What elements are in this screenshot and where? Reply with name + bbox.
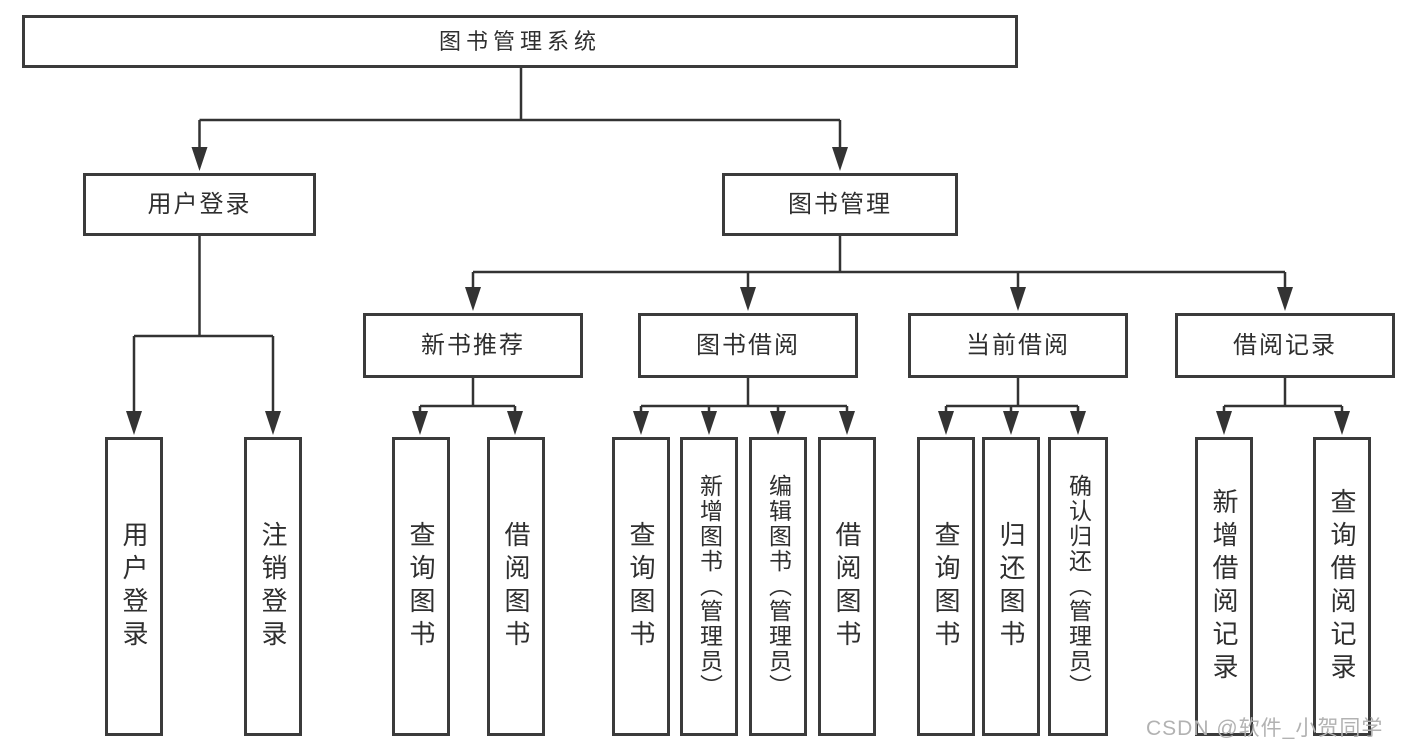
leaf-records-add-borrow-record: 新增借阅记录 <box>1195 437 1253 736</box>
leaf-records-query-borrow-record: 查询借阅记录 <box>1313 437 1371 736</box>
leaf-borrow-query-books: 查询图书 <box>612 437 670 736</box>
leaf-borrow-edit-books-admin: 编辑图书（管理员） <box>749 437 807 736</box>
node-current-borrow: 当前借阅 <box>908 313 1128 378</box>
node-book-borrow: 图书借阅 <box>638 313 858 378</box>
leaf-newbook-query-books: 查询图书 <box>392 437 450 736</box>
leaf-borrow-borrow-books: 借阅图书 <box>818 437 876 736</box>
leaf-logout-login: 注销登录 <box>244 437 302 736</box>
leaf-current-return-books: 归还图书 <box>982 437 1040 736</box>
leaf-borrow-add-books-admin: 新增图书（管理员） <box>680 437 738 736</box>
node-book-management: 图书管理 <box>722 173 958 236</box>
leaf-current-confirm-return-admin: 确认归还（管理员） <box>1048 437 1108 736</box>
leaf-user-login: 用户登录 <box>105 437 163 736</box>
node-borrow-records: 借阅记录 <box>1175 313 1395 378</box>
node-new-book-recommend: 新书推荐 <box>363 313 583 378</box>
leaf-newbook-borrow-books: 借阅图书 <box>487 437 545 736</box>
node-user-login: 用户登录 <box>83 173 316 236</box>
leaf-current-query-books: 查询图书 <box>917 437 975 736</box>
watermark: CSDN @软件_小贺同学 <box>1146 717 1384 740</box>
node-root: 图书管理系统 <box>22 15 1018 68</box>
